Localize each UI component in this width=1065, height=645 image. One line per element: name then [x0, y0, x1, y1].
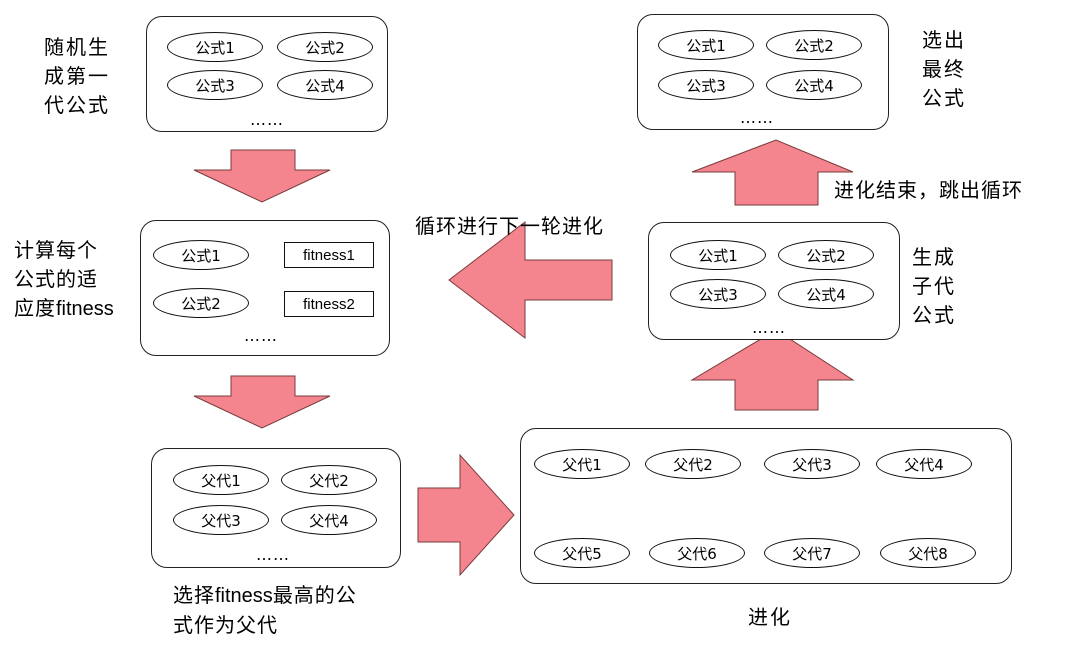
caption-text: 最高的公	[272, 583, 357, 607]
caption-line: 计算每个	[14, 238, 98, 262]
select-caption: 选择fitness最高的公 式作为父代	[173, 581, 357, 640]
caption-line: 子代	[912, 274, 956, 298]
fitness-value-box: fitness1	[284, 242, 374, 268]
caption-line: 选择fitness最高的公	[173, 581, 357, 611]
formula-ellipse: 公式4	[766, 70, 862, 100]
caption-line: 式作为父代	[173, 613, 278, 637]
fitness-caption: 计算每个 公式的适 应度fitness	[14, 236, 114, 324]
caption-line: 公式的适	[14, 267, 98, 291]
final-caption: 选出 最终 公式	[922, 26, 966, 113]
ellipsis: ……	[250, 110, 284, 129]
left-arrow-loop	[448, 220, 613, 340]
parent-ellipse: 父代5	[534, 538, 630, 568]
caption-text-en: fitness	[215, 585, 273, 607]
parent-ellipse: 父代4	[876, 449, 972, 479]
loop-caption: 循环进行下一轮进化	[415, 214, 604, 238]
formula-ellipse: 公式1	[658, 30, 754, 60]
ellipsis: ……	[740, 108, 774, 127]
end-caption: 进化结束，跳出循环	[834, 178, 1023, 202]
caption-line: 最终	[922, 57, 966, 81]
down-arrow-1	[193, 149, 331, 203]
caption-line: 公式	[912, 303, 956, 327]
evolve-caption: 进化	[748, 605, 792, 629]
caption-line: 代公式	[44, 93, 110, 117]
caption-line: 随机生	[44, 35, 110, 59]
parent-ellipse: 父代2	[281, 465, 377, 495]
down-arrow-2	[193, 375, 331, 429]
formula-ellipse: 公式1	[153, 240, 249, 270]
formula-ellipse: 公式3	[658, 70, 754, 100]
formula-ellipse: 公式4	[778, 279, 874, 309]
parent-ellipse: 父代2	[645, 449, 741, 479]
parent-ellipse: 父代3	[173, 505, 269, 535]
ellipsis: ……	[256, 545, 290, 564]
ellipsis: ……	[752, 318, 786, 337]
caption-text: 应度	[14, 296, 56, 320]
parent-ellipse: 父代1	[534, 449, 630, 479]
formula-ellipse: 公式2	[153, 288, 249, 318]
parent-ellipse: 父代6	[649, 538, 745, 568]
parent-ellipse: 父代3	[764, 449, 860, 479]
formula-ellipse: 公式1	[670, 240, 766, 270]
right-arrow	[417, 453, 515, 577]
parent-ellipse: 父代4	[281, 505, 377, 535]
ellipsis: ……	[244, 326, 278, 345]
formula-ellipse: 公式2	[277, 32, 373, 62]
parent-ellipse: 父代1	[173, 465, 269, 495]
up-arrow-2	[691, 139, 854, 206]
caption-line: 公式	[922, 86, 966, 110]
caption-line: 选出	[922, 28, 966, 52]
formula-ellipse: 公式3	[167, 70, 263, 100]
formula-ellipse: 公式1	[167, 32, 263, 62]
caption-line: 应度fitness	[14, 294, 114, 324]
formula-ellipse: 公式2	[778, 240, 874, 270]
caption-line: 成第一	[44, 64, 110, 88]
fitness-value-box: fitness2	[284, 291, 374, 317]
offspring-caption: 生成 子代 公式	[912, 243, 956, 330]
formula-ellipse: 公式2	[766, 30, 862, 60]
formula-ellipse: 公式3	[670, 279, 766, 309]
caption-line: 生成	[912, 245, 956, 269]
caption-text: 选择	[173, 583, 215, 607]
parent-ellipse: 父代7	[764, 538, 860, 568]
up-arrow-1	[690, 329, 855, 411]
formula-ellipse: 公式4	[277, 70, 373, 100]
parent-ellipse: 父代8	[880, 538, 976, 568]
caption-text-en: fitness	[56, 298, 114, 320]
first-generation-caption: 随机生 成第一 代公式	[44, 33, 110, 120]
